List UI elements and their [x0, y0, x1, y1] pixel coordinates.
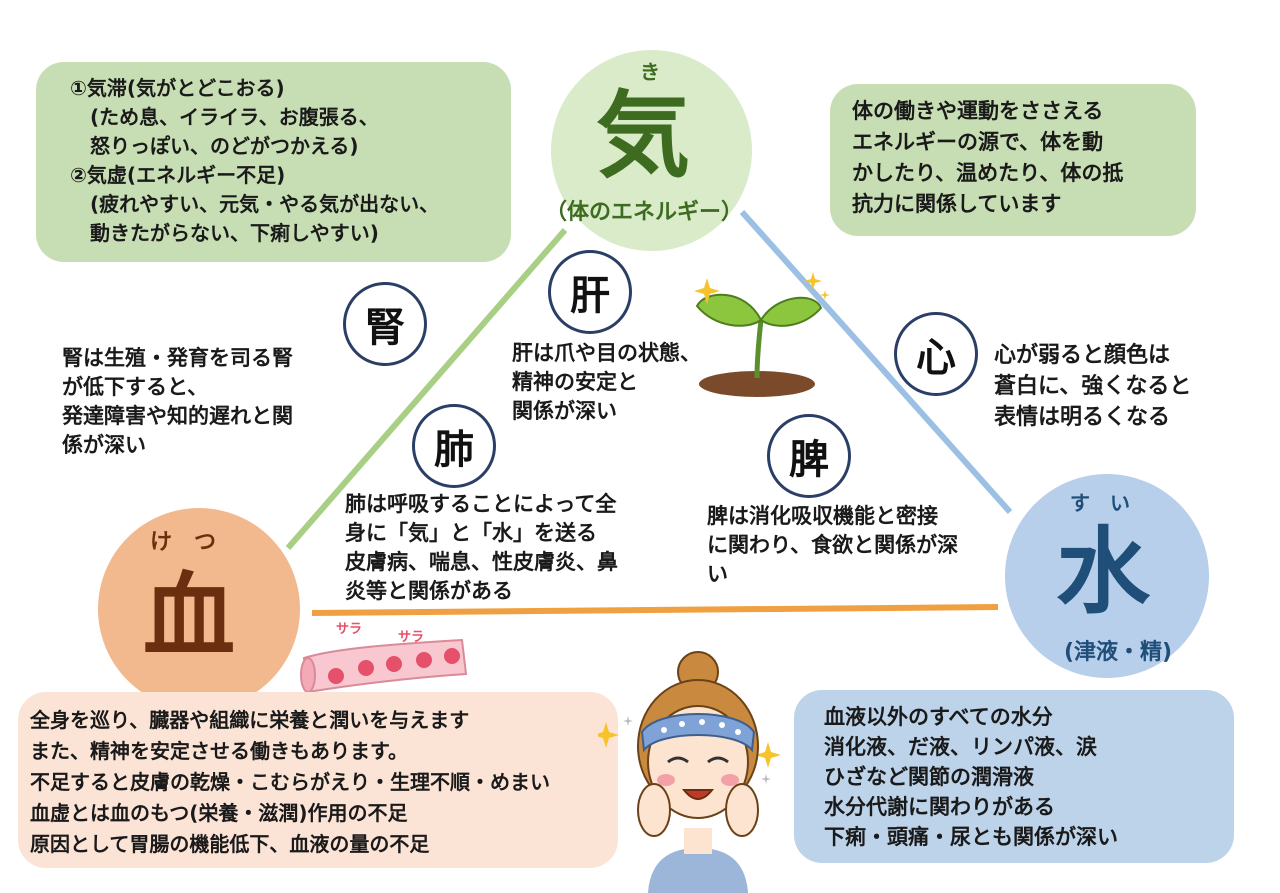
blood-water-line — [311, 604, 999, 616]
qi-disorder-line: ②気虚(エネルギー不足) — [70, 163, 286, 187]
water-description-box: 血液以外のすべての水分 消化液、だ液、リンパ液、涙 ひざなど関節の潤滑液 水分代… — [794, 690, 1234, 863]
qi-description-line: 体の働きや運動をささえる — [852, 99, 1104, 123]
qi-water-line — [739, 210, 1013, 514]
spleen-text: 脾は消化吸収機能と密接 に関わり、食欲と関係が深 い — [707, 504, 959, 586]
qi-reading: き — [640, 60, 660, 84]
vessel-label-2: サラ — [398, 630, 425, 645]
blood-description-line: 血虚とは血のもつ(栄養・滋潤)作用の不足 — [30, 801, 408, 825]
sprout-illustration — [694, 272, 830, 397]
water-circle — [1005, 474, 1209, 678]
water-reading: す い — [1070, 491, 1130, 515]
spleen-badge: 脾 — [767, 414, 851, 498]
qi-disorder-box: ①気滞(気がとどこおる) (ため息、イライラ、お腹張る、 怒りっぽい、のどがつか… — [36, 62, 511, 262]
water-description-line: 消化液、だ液、リンパ液、涙 — [824, 735, 1097, 759]
blood-description-line: 原因として胃腸の機能低下、血液の量の不足 — [30, 832, 430, 856]
blood-description-line: 不足すると皮膚の乾燥・こむらがえり・生理不順・めまい — [30, 770, 550, 794]
qi-character: 気 — [596, 82, 691, 191]
blood-vessel-illustration — [300, 638, 468, 692]
qi-circle — [551, 50, 752, 251]
water-character: 水 — [1056, 518, 1151, 627]
qi-description-line: かしたり、温めたり、体の抵 — [852, 161, 1124, 185]
kidney-badge: 腎 — [343, 282, 427, 366]
heart-text: 心が弱ると顔色は 蒼白に、強くなると 表情は明るくなる — [994, 343, 1192, 430]
water-subtitle: (津液・精) — [1064, 640, 1173, 665]
water-description-line: 水分代謝に関わりがある — [824, 795, 1055, 819]
liver-text: 肝は爪や目の状態、 精神の安定と 関係が深い — [512, 341, 701, 423]
heart-badge: 心 — [894, 312, 978, 396]
qi-subtitle: （体のエネルギー） — [545, 200, 744, 225]
water-description-line: 下痢・頭痛・尿とも関係が深い — [824, 825, 1118, 849]
lung-badge: 肺 — [412, 404, 496, 488]
qi-disorder-line: ①気滞(気がとどこおる) — [70, 76, 285, 100]
vessel-label-1: サラ — [336, 622, 363, 637]
water-description-line: 血液以外のすべての水分 — [824, 705, 1053, 729]
qi-disorder-line: 動きたがらない、下痢しやすい) — [70, 221, 379, 245]
blood-character: 血 — [143, 563, 236, 670]
lung-text: 肺は呼吸することによって全 身に「気」と「水」を送る 皮膚病、喘息、性皮膚炎、鼻… — [345, 492, 618, 603]
blood-description-line: 全身を巡り、臓器や組織に栄養と潤いを与えます — [30, 708, 470, 732]
qi-description-line: 抗力に関係しています — [852, 192, 1062, 216]
blood-description-line: また、精神を安定させる働きもあります。 — [30, 739, 408, 763]
liver-badge: 肝 — [548, 250, 632, 334]
blood-description-box: 全身を巡り、臓器や組織に栄養と潤いを与えます また、精神を安定させる働きもありま… — [18, 692, 618, 868]
blood-circle — [98, 508, 300, 710]
qi-blood-line — [285, 228, 568, 550]
qi-disorder-line: 怒りっぽい、のどがつかえる) — [70, 134, 359, 158]
water-description-line: ひざなど関節の潤滑液 — [824, 765, 1034, 789]
qi-disorder-line: (ため息、イライラ、お腹張る、 — [70, 105, 379, 129]
kidney-text: 腎は生殖・発育を司る腎 が低下すると、 発達障害や知的遅れと関 係が深い — [62, 346, 293, 457]
qi-disorder-line: (疲れやすい、元気・やる気が出ない、 — [70, 192, 440, 216]
qi-description-box: 体の働きや運動をささえる エネルギーの源で、体を動 かしたり、温めたり、体の抵 … — [830, 84, 1196, 236]
qi-description-line: エネルギーの源で、体を動 — [852, 130, 1104, 154]
smiling-woman-illustration — [598, 651, 781, 893]
blood-reading: け つ — [150, 530, 217, 555]
